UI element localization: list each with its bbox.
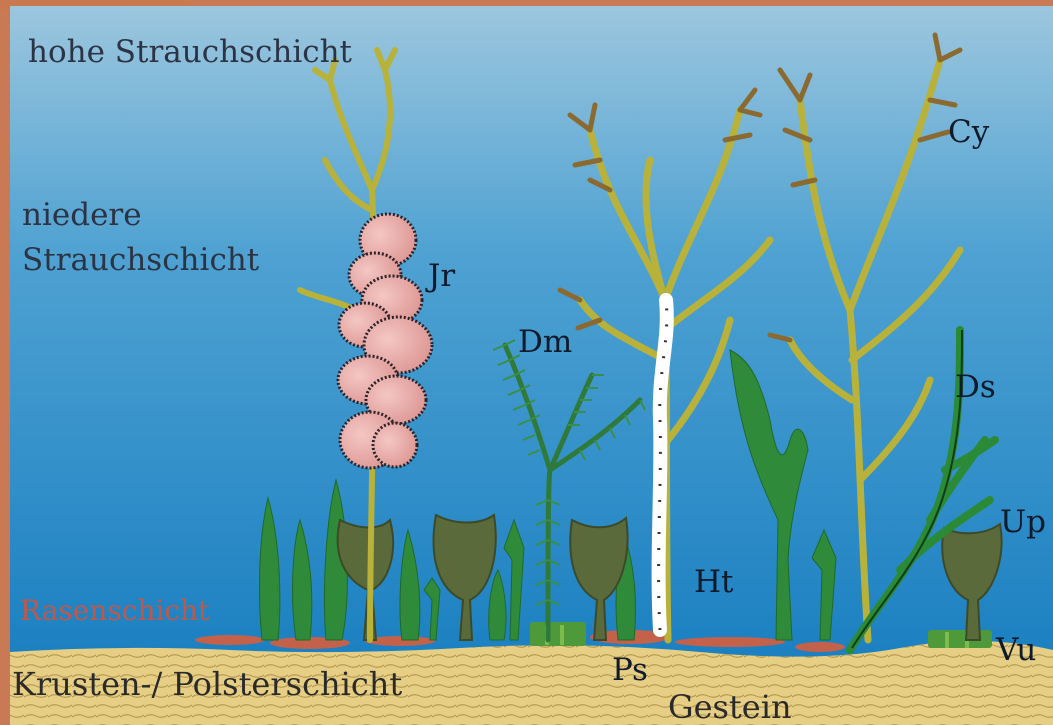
label-dm: Dm	[518, 324, 572, 360]
label-ds: Ds	[955, 369, 996, 405]
label-rasenschicht: Rasenschicht	[20, 594, 210, 627]
label-hohe-strauchschicht: hohe Strauchschicht	[28, 34, 353, 70]
label-cy: Cy	[948, 114, 990, 150]
label-ps: Ps	[612, 652, 648, 688]
label-strauchschicht: Strauchschicht	[22, 242, 260, 278]
label-niedere: niedere	[22, 197, 142, 233]
label-jr: Jr	[425, 258, 455, 294]
label-up: Up	[1000, 504, 1046, 540]
label-vu: Vu	[995, 632, 1036, 668]
label-krusten-polsterschicht: Krusten-/ Polsterschicht	[12, 665, 402, 703]
ht-white-stem	[659, 300, 667, 630]
label-gestein: Gestein	[668, 688, 792, 725]
label-ht: Ht	[694, 564, 734, 600]
